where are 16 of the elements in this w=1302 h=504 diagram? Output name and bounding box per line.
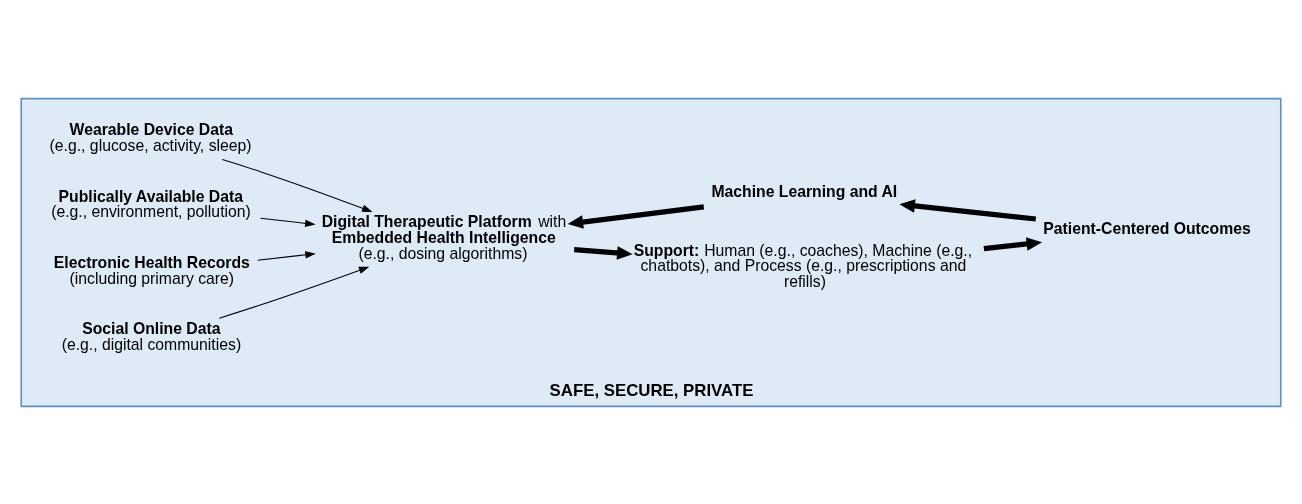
arrow [221,158,373,212]
arrow [899,198,1037,222]
node-text: Support: Human (e.g., coaches), Machine (e.g., chatbots), and Process (e.g., prescriptions and refills) [633,241,973,290]
arrow [218,266,370,319]
node-text: Digital Therapeutic Platform with Embedded Health Intelligence (e.g., dosing algorithms) [321,212,567,262]
node-text: Social Online Data (e.g., digital communities) [61,319,242,353]
node-text: Machine Learning and AI [711,182,898,200]
node-text: Electronic Health Records (including primary care) [53,253,250,286]
arrow [983,236,1043,251]
arrow [260,217,316,227]
arrow [573,245,633,260]
arrow [257,250,316,261]
node-text: Wearable Device Data (e.g., glucose, activity, sleep) [49,120,252,154]
node-text: Patient-Centered Outcomes [1043,219,1251,237]
node-text: Publically Available Data (e.g., environment, pollution) [51,187,251,220]
arrow [567,203,705,229]
